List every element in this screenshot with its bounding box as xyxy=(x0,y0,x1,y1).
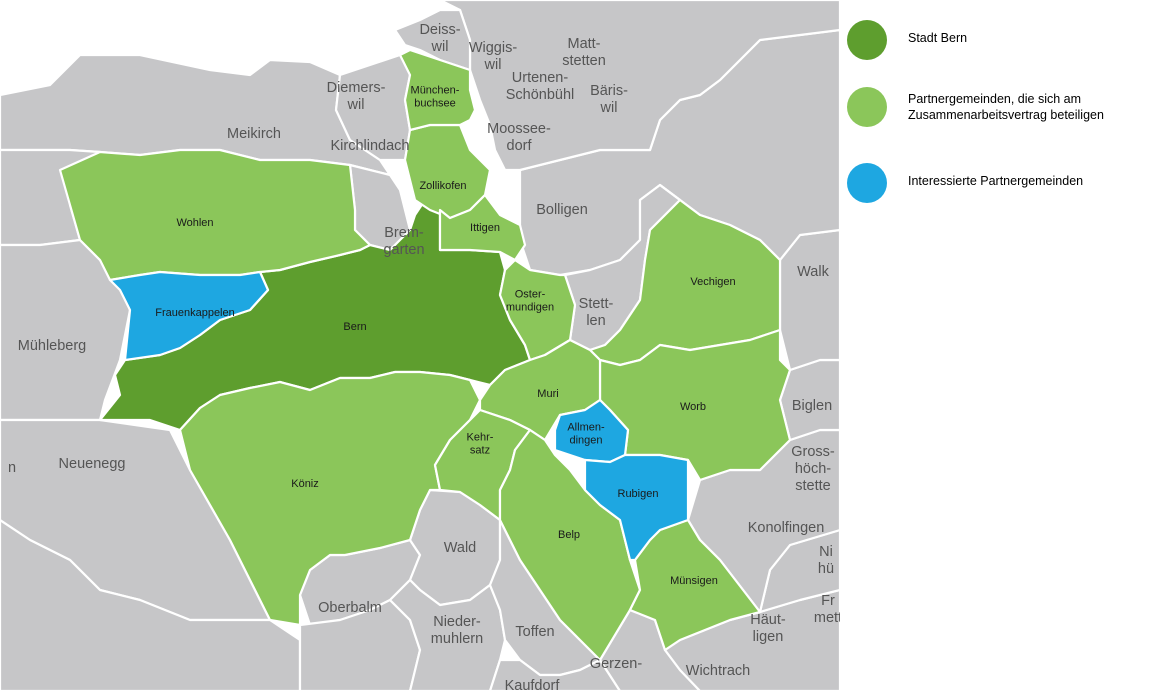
municipality-label-kehrsatz: Kehr-satz xyxy=(467,432,494,457)
municipality-label-zollikofen: Zollikofen xyxy=(419,180,466,192)
map-label-wichtrach: Wichtrach xyxy=(686,663,750,679)
legend-swatch-stadt-bern xyxy=(847,20,887,60)
map-label-kaufdorf: Kaufdorf xyxy=(505,678,561,691)
municipality-allmendingen xyxy=(553,398,630,464)
map-label-wiggis-wil: Wiggis-wil xyxy=(469,40,518,73)
map-label-muehleberg: Mühleberg xyxy=(18,338,87,354)
municipality-label-muri: Muri xyxy=(537,388,558,400)
map-label-toffen: Toffen xyxy=(515,624,554,640)
municipality-ittigen xyxy=(438,193,527,262)
municipality-label-ittigen: Ittigen xyxy=(470,222,500,234)
map-label-meikirch: Meikirch xyxy=(227,126,281,142)
map-label-stett-len: Stett-len xyxy=(579,296,614,329)
municipality-rubigen xyxy=(583,453,690,562)
legend-swatch-interested xyxy=(847,163,887,203)
map-label-diemers-wil: Diemers-wil xyxy=(327,80,386,113)
municipality-frauenkappelen xyxy=(108,270,270,362)
gray-municipality-region xyxy=(778,228,840,372)
gray-municipality-region xyxy=(388,578,507,691)
legend-label-partner: Partnergemeinden, die sich am Zusammenar… xyxy=(908,92,1104,122)
map-label-nieder-muhlern: Nieder-muhlern xyxy=(431,614,483,647)
map-label-kirchlindach: Kirchlindach xyxy=(331,138,410,154)
map-label-haeut-ligen: Häut-ligen xyxy=(750,612,786,645)
legend-swatch-partner xyxy=(847,87,887,127)
municipality-label-wohlen: Wohlen xyxy=(176,217,213,229)
map-label-urtenen-schoenbuehl: Urtenen-Schönbühl xyxy=(506,70,575,103)
municipality-label-belp: Belp xyxy=(558,529,580,541)
map-label-walk: Walk xyxy=(797,264,829,280)
map-label-moossee-dorf: Moossee-dorf xyxy=(487,121,551,154)
municipality-label-ostermundigen: Oster-mundigen xyxy=(506,289,554,314)
map-label-konolfingen: Konolfingen xyxy=(748,520,825,536)
map-label-gerzen: Gerzen- xyxy=(590,656,643,672)
municipality-label-muensigen: Münsigen xyxy=(670,575,718,587)
municipality-label-bern: Bern xyxy=(343,321,366,333)
municipality-label-vechigen: Vechigen xyxy=(690,276,735,288)
municipality-label-rubigen: Rubigen xyxy=(618,488,659,500)
municipality-label-frauenkappelen: Frauenkappelen xyxy=(155,307,235,319)
legend-label-interested: Interessierte Partnergemeinden xyxy=(908,174,1084,188)
map-label-gross-hoech-stette: Gross-höch-stette xyxy=(791,444,835,494)
gray-municipality-region xyxy=(0,518,302,691)
legend-label-stadt-bern: Stadt Bern xyxy=(908,31,968,45)
map-label-n: n xyxy=(8,460,16,476)
map-label-wald: Wald xyxy=(444,540,477,556)
map-label-baeris-wil: Bäris-wil xyxy=(590,83,628,116)
municipality-label-allmendingen: Allmen-dingen xyxy=(567,422,605,447)
map-label-brem-garten: Brem-garten xyxy=(383,225,424,258)
map-label-neuenegg: Neuenegg xyxy=(59,456,126,472)
municipality-label-koeniz: Köniz xyxy=(291,478,319,490)
map-label-oberbalm: Oberbalm xyxy=(318,600,382,616)
gray-municipality-region xyxy=(393,8,472,72)
gray-municipality-region xyxy=(438,0,840,172)
map-label-bolligen: Bolligen xyxy=(536,202,588,218)
partner-municipalities xyxy=(58,48,792,662)
municipality-muenchenbuchsee xyxy=(398,48,477,132)
municipality-label-worb: Worb xyxy=(680,401,706,413)
map-label-matt-stetten: Matt-stetten xyxy=(562,36,606,69)
map-label-deiss-wil: Deiss-wil xyxy=(419,22,460,55)
municipality-label-muenchenbuchsee: München-buchsee xyxy=(411,85,460,110)
map-label-biglen: Biglen xyxy=(792,398,832,414)
